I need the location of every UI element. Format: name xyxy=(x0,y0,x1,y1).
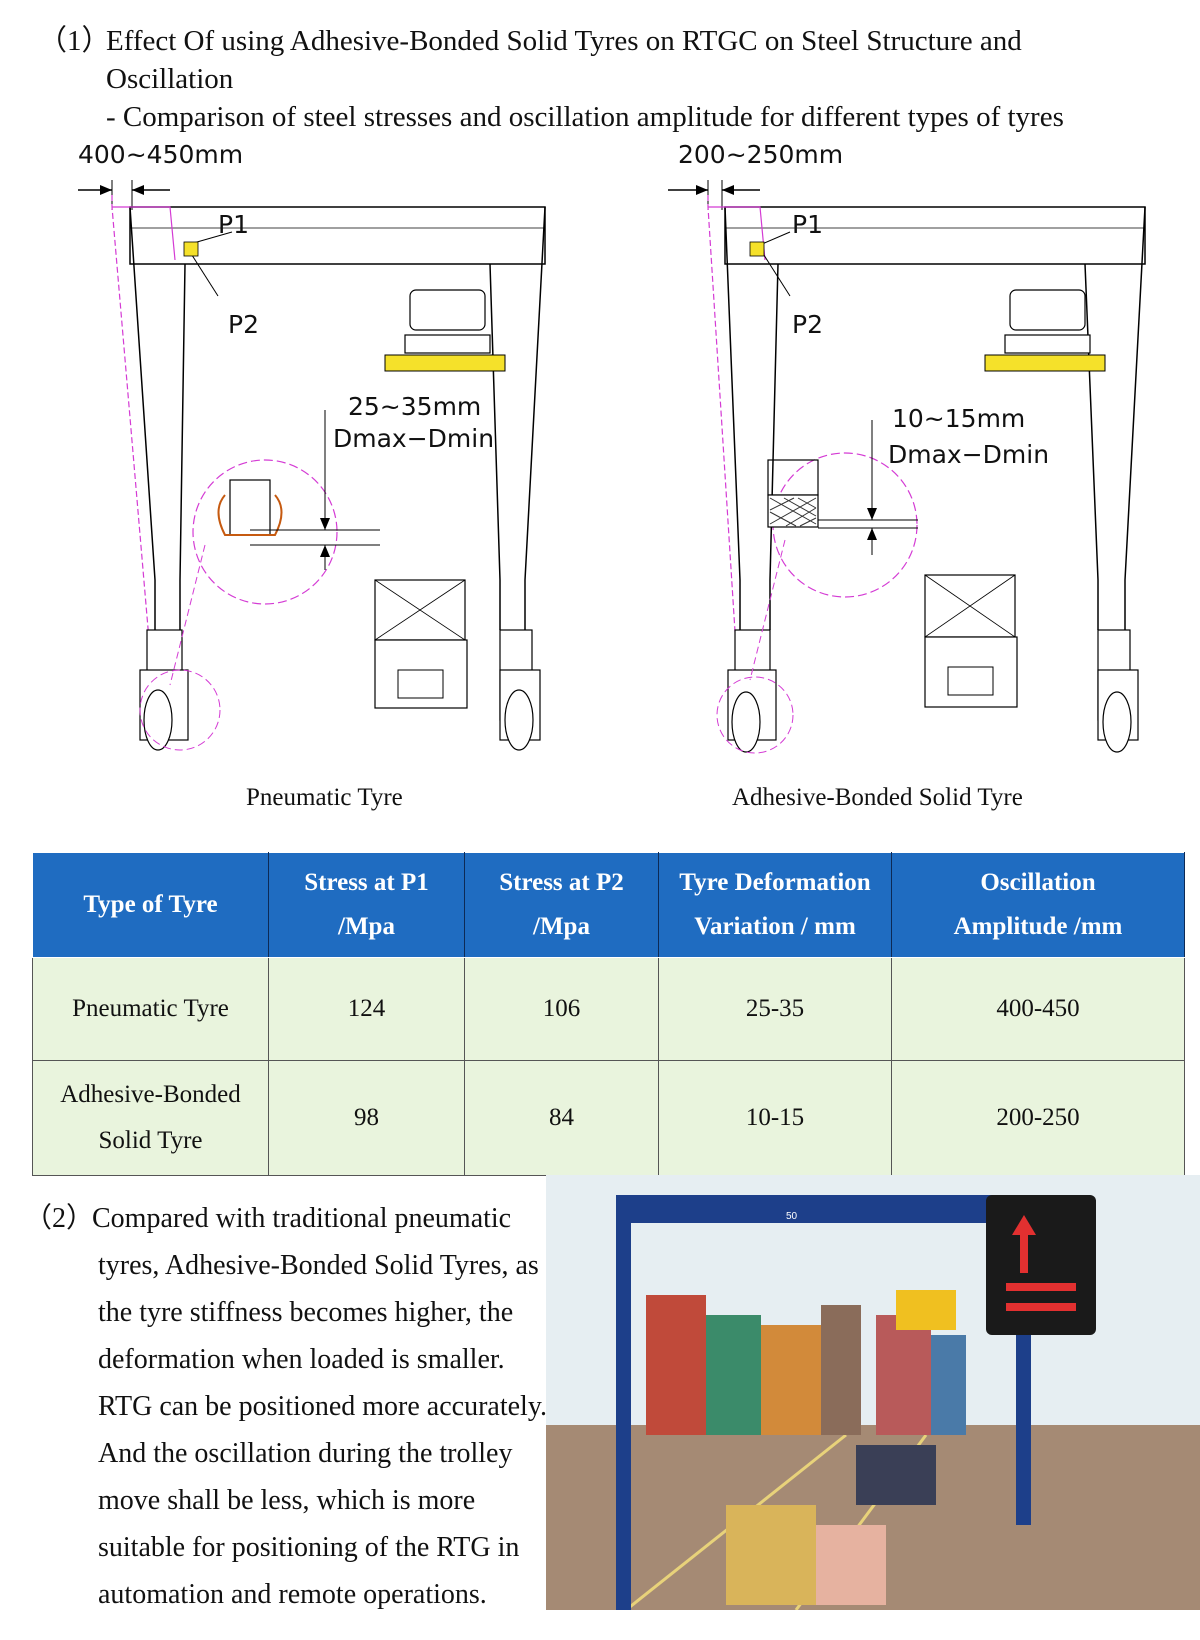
comparison-table: Type of Tyre Stress at P1/Mpa Stress at … xyxy=(32,852,1185,1176)
explanation-paragraph: （2）Compared with traditional pneumatic t… xyxy=(24,1195,654,1618)
paragraph-number: （2） xyxy=(24,1203,95,1234)
solid-tyre-diagram xyxy=(668,180,1146,754)
table-row: Pneumatic Tyre 124 106 25-35 400-450 xyxy=(32,957,1185,1061)
header-stress-p2: Stress at P2/Mpa xyxy=(464,852,659,958)
paragraph-line: deformation when loaded is smaller. xyxy=(98,1344,505,1375)
right-p2-label: P2 xyxy=(792,310,823,339)
paragraph-line: RTG can be positioned more accurately. xyxy=(98,1391,547,1422)
left-p2-label: P2 xyxy=(228,310,259,339)
paragraph-line: And the oscillation during the trolley xyxy=(98,1438,513,1469)
cell-p2: 84 xyxy=(464,1060,659,1176)
left-gap-label: 400~450mm xyxy=(78,140,244,169)
paragraph-line: move shall be less, which is more xyxy=(98,1485,476,1516)
cell-osc: 400-450 xyxy=(891,957,1185,1061)
paragraph-line: Compared with traditional pneumatic xyxy=(92,1203,512,1234)
left-caption: Pneumatic Tyre xyxy=(246,784,403,811)
paragraph-line: the tyre stiffness becomes higher, the xyxy=(98,1297,514,1328)
rtg-terminal-photo: 50 xyxy=(546,1175,1200,1610)
cell-osc: 200-250 xyxy=(891,1060,1185,1176)
heading-line1: Effect Of using Adhesive-Bonded Solid Ty… xyxy=(106,25,1022,57)
cell-deform: 10-15 xyxy=(658,1060,892,1176)
right-p1-label: P1 xyxy=(792,210,823,239)
cell-p1: 124 xyxy=(268,957,465,1061)
cell-p1: 98 xyxy=(268,1060,465,1176)
paragraph-line: tyres, Adhesive-Bonded Solid Tyres, as xyxy=(98,1250,539,1281)
paragraph-line: automation and remote operations. xyxy=(98,1579,487,1610)
crane-sign: 50 xyxy=(786,1211,798,1222)
left-deform-sub: Dmax−Dmin xyxy=(333,424,495,453)
heading-line3: - Comparison of steel stresses and oscil… xyxy=(106,101,1064,133)
left-p1-label: P1 xyxy=(218,210,249,239)
paragraph-line: suitable for positioning of the RTG in xyxy=(98,1532,520,1563)
right-deform-sub: Dmax−Dmin xyxy=(888,440,1050,469)
right-deform-label: 10~15mm xyxy=(892,404,1026,433)
table-header-row: Type of Tyre Stress at P1/Mpa Stress at … xyxy=(32,852,1185,958)
cell-deform: 25-35 xyxy=(658,957,892,1061)
cell-p2: 106 xyxy=(464,957,659,1061)
heading-line2: Oscillation xyxy=(106,63,234,95)
header-type: Type of Tyre xyxy=(32,852,269,958)
section-heading: （1）Effect Of using Adhesive-Bonded Solid… xyxy=(38,22,1178,136)
cell-type: Pneumatic Tyre xyxy=(32,957,269,1061)
left-deform-label: 25~35mm xyxy=(348,392,482,421)
header-stress-p1: Stress at P1/Mpa xyxy=(268,852,465,958)
heading-number: （1） xyxy=(38,25,111,57)
right-caption: Adhesive-Bonded Solid Tyre xyxy=(732,784,1023,811)
right-gap-label: 200~250mm xyxy=(678,140,844,169)
pneumatic-tyre-diagram xyxy=(78,180,546,751)
